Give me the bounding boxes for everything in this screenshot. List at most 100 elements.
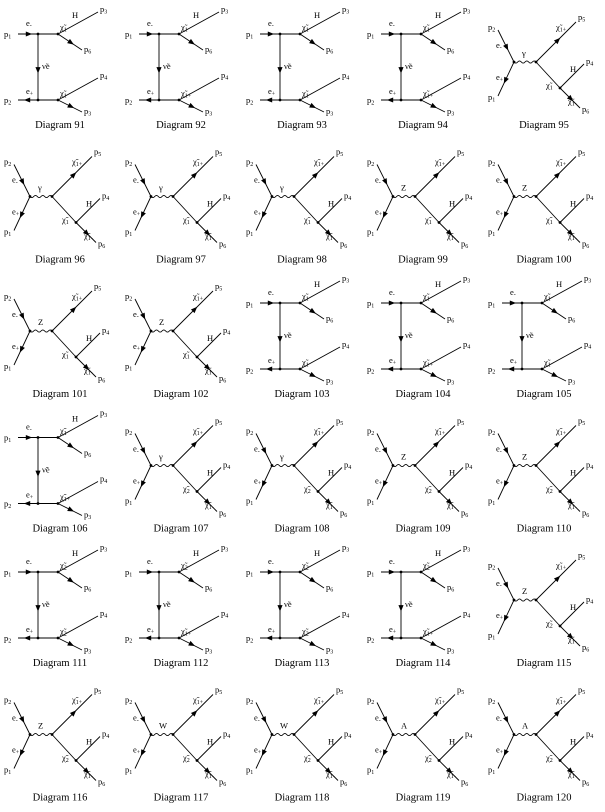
higgs-line (57, 615, 99, 639)
particle-label: χ̃2 (182, 484, 190, 496)
particle-label: H (449, 199, 455, 209)
momentum-label: p4 (586, 191, 593, 203)
vertex-dot (512, 733, 516, 736)
momentum-label: p6 (340, 239, 347, 251)
particle-label: χ̃1 (424, 215, 432, 227)
momentum-label: p1 (125, 765, 132, 777)
momentum-label: p6 (447, 313, 454, 325)
momentum-label: p1 (4, 567, 11, 579)
propagator-line (535, 196, 561, 223)
particle-label: H (314, 10, 320, 20)
fermion-arrow (144, 97, 152, 103)
gauge-boson-line (392, 732, 416, 737)
momentum-label: p6 (84, 44, 91, 56)
particle-label: e+ (375, 745, 383, 757)
boson-label: Z (522, 183, 527, 193)
fermion-arrow (324, 767, 332, 774)
momentum-label: p1 (367, 298, 374, 310)
particle-label: H (193, 548, 199, 558)
higgs-line (541, 346, 583, 370)
fermion-arrow (19, 716, 25, 723)
momentum-label: p5 (336, 147, 343, 159)
fermion-arrow (277, 336, 283, 343)
fermion-arrow (267, 569, 275, 575)
particle-label: H (328, 737, 334, 747)
momentum-label: p4 (100, 70, 107, 82)
particle-label: e+ (254, 476, 262, 488)
momentum-label: p5 (94, 147, 101, 159)
boson-label: Z (401, 452, 406, 462)
boson-label: W (280, 721, 288, 731)
diagram-caption: Diagram 97 (156, 255, 206, 266)
momentum-label: p3 (100, 408, 107, 420)
diagram-caption: Diagram 98 (277, 255, 327, 266)
particle-label: e- (147, 18, 153, 30)
diagram-caption: Diagram 91 (35, 120, 85, 131)
fermion-arrow (25, 569, 33, 575)
momentum-label: p1 (488, 298, 495, 310)
particle-label: χ̃1+ (71, 157, 83, 169)
fermion-arrow (19, 749, 25, 757)
higgs-line (438, 467, 464, 492)
vertex-dot (399, 570, 403, 574)
momentum-label: p3 (84, 644, 91, 656)
momentum-label: p1 (4, 433, 11, 445)
momentum-label: p3 (342, 273, 349, 285)
momentum-label: p4 (586, 594, 593, 606)
gauge-boson-line (271, 463, 295, 468)
fermion-arrow (261, 178, 267, 185)
fermion-arrow (309, 371, 317, 378)
momentum-label: p1 (488, 630, 495, 642)
momentum-label: p6 (98, 373, 105, 385)
propagator-line (51, 734, 77, 761)
particle-label: H (72, 414, 78, 424)
vertex-dot (278, 32, 282, 36)
fermion-arrow (430, 371, 438, 378)
vertex-dot (278, 367, 282, 371)
vertex-dot (36, 32, 40, 36)
particle-label: χ̃1 (182, 349, 190, 361)
fermion-arrow (67, 506, 75, 512)
particle-label: χ̃1- (446, 500, 456, 512)
momentum-label: p4 (100, 608, 107, 620)
particle-label: χ̃1- (446, 231, 456, 243)
particle-label: H (570, 602, 576, 612)
particle-label: e+ (26, 490, 34, 502)
particle-label: e- (268, 18, 274, 30)
higgs-line (178, 77, 220, 101)
momentum-label: p5 (336, 685, 343, 697)
fermion-arrow (35, 67, 41, 74)
particle-label: χ̃1+ (422, 88, 434, 100)
higgs-line (559, 467, 585, 492)
particle-label: e+ (268, 355, 276, 367)
fermion-arrow (267, 300, 275, 306)
fermion-arrow (265, 366, 273, 372)
momentum-label: p1 (125, 227, 132, 239)
boson-label: γ (37, 183, 42, 193)
particle-label: χ̃1 (303, 215, 311, 227)
propagator-line (535, 734, 561, 761)
higgs-line (317, 198, 343, 223)
boson-label: γ (521, 48, 526, 58)
vertex-dot (270, 733, 274, 736)
particle-label: e+ (496, 610, 504, 622)
propagator-line (414, 465, 440, 492)
diagram-caption: Diagram 105 (516, 389, 571, 400)
boson-label: Z (522, 452, 527, 462)
particle-label: H (207, 468, 213, 478)
fermion-arrow (503, 480, 509, 488)
particle-label: H (314, 548, 320, 558)
vertex-dot (36, 570, 40, 574)
fermion-arrow (67, 576, 74, 583)
gauge-boson-line (150, 329, 174, 333)
particle-label: χ̃1+ (192, 695, 204, 707)
fermion-arrow (35, 470, 41, 477)
particle-label: χ̃2 (182, 753, 190, 765)
particle-label: H (570, 199, 576, 209)
particle-label: e+ (133, 476, 141, 488)
